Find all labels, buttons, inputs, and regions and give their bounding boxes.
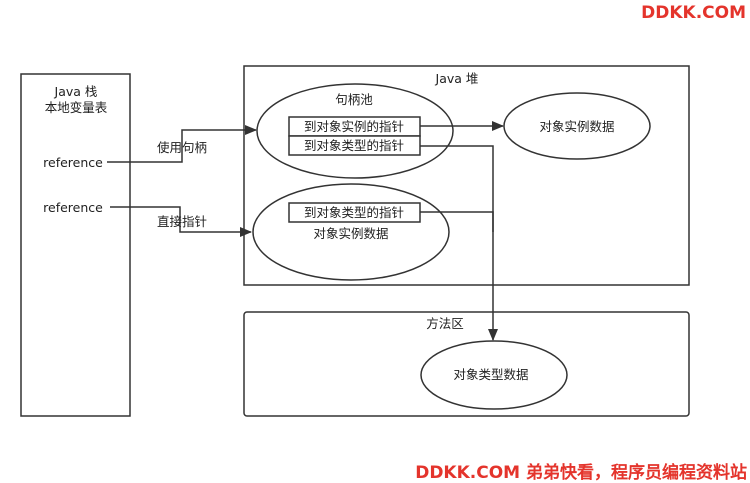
reference-label-1: reference: [43, 155, 103, 170]
direct-pointer-arrow: [110, 206, 252, 237]
use-handle-label: 使用句柄: [157, 140, 207, 155]
watermark-top: DDKK.COM: [641, 3, 746, 23]
use-handle-arrow: [107, 125, 257, 163]
type-pointer-line-1: [420, 145, 494, 232]
instance-data-label-2: 对象实例数据: [313, 226, 388, 241]
java-stack-box: [20, 73, 131, 417]
method-area-box: [243, 311, 690, 417]
local-variable-table-label: 本地变量表: [45, 100, 108, 115]
type-pointer-label-1: 到对象类型的指针: [304, 138, 404, 153]
type-data-label: 对象类型数据: [453, 367, 528, 382]
type-pointer-arrow-2: [420, 211, 498, 341]
direct-pointer-label: 直接指针: [157, 214, 207, 229]
watermark-bottom: DDKK.COM 弟弟快看，程序员编程资料站: [415, 463, 747, 483]
type-pointer-label-2: 到对象类型的指针: [304, 205, 404, 220]
java-stack-title: Java 栈: [54, 84, 98, 99]
method-area-title: 方法区: [426, 316, 464, 331]
instance-pointer-label: 到对象实例的指针: [304, 119, 404, 134]
java-heap-title: Java 堆: [435, 71, 479, 86]
java-heap-box: [243, 65, 690, 286]
instance-data-ellipse-1: [503, 92, 651, 160]
handle-pool-label: 句柄池: [335, 92, 373, 107]
type-data-ellipse: [420, 340, 568, 410]
reference-label-2: reference: [43, 200, 103, 215]
instance-data-label-1: 对象实例数据: [539, 119, 614, 134]
